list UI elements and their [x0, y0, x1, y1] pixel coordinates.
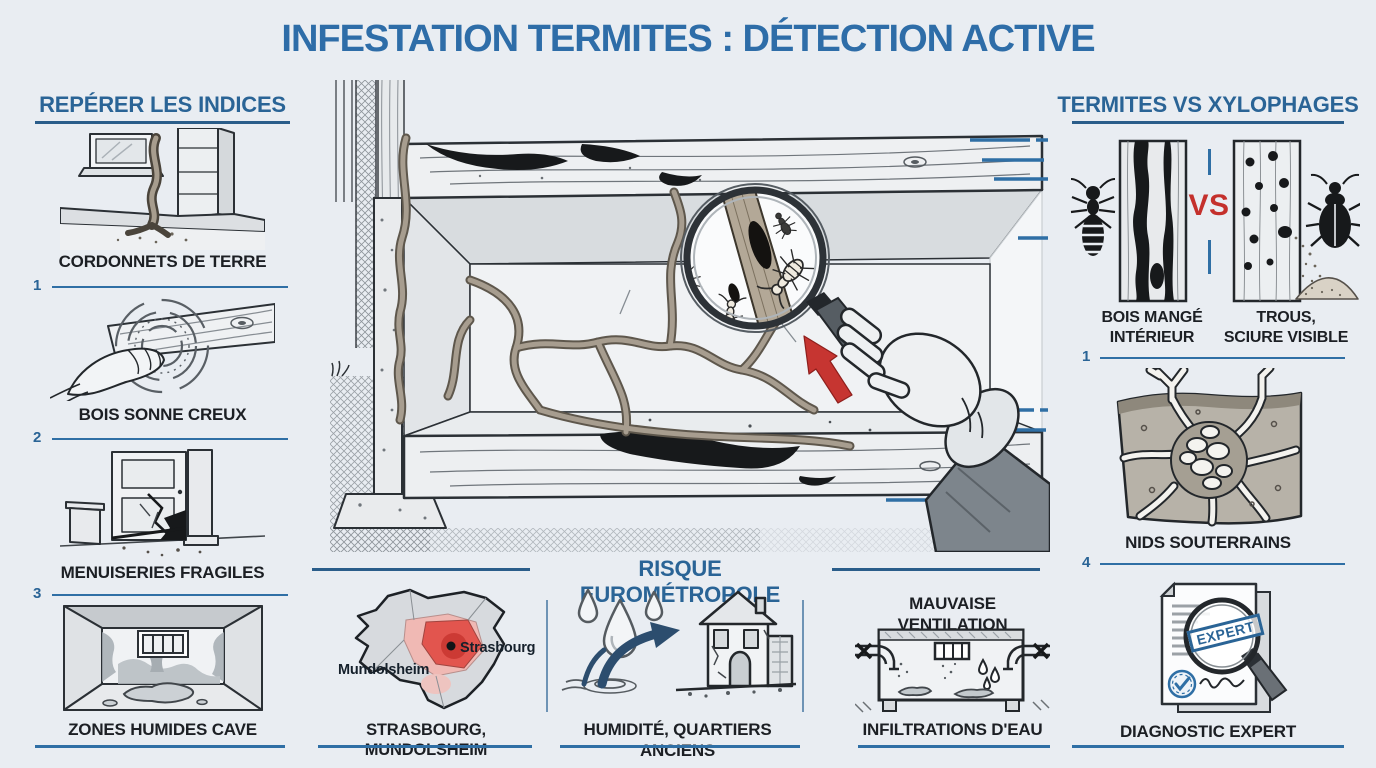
vs-dash-top — [1208, 149, 1211, 175]
vs-label: VS — [1188, 189, 1230, 222]
expert-caption: DIAGNOSTIC EXPERT — [1119, 722, 1297, 741]
bottom-heading-rule-right — [832, 568, 1040, 571]
map-label-mundolsheim: Mundolsheim — [338, 662, 430, 678]
left-marker-3: 3 — [33, 585, 42, 602]
map-label-strasbourg: Strasbourg — [460, 640, 536, 656]
left-heading: REPÉRER LES INDICES — [39, 92, 286, 117]
underground-nest-icon — [1116, 368, 1303, 527]
bottom-divider-1 — [546, 600, 548, 712]
mud-tube-wall-icon — [60, 128, 265, 250]
compare-left-caption: BOIS MANGÉ INTÉRIEUR — [1101, 309, 1203, 346]
center-illustration — [330, 80, 1050, 552]
right-marker-1: 1 — [1082, 348, 1091, 365]
bottom-heading-rule-left — [312, 568, 530, 571]
nest-caption: NIDS SOUTERRAINS — [1125, 533, 1291, 552]
left-marker-line-1 — [52, 286, 288, 288]
right-marker-line-4 — [1100, 563, 1345, 565]
left-caption-2: BOIS SONNE CREUX — [78, 405, 247, 424]
left-caption-3: MENUISERIES FRAGILES — [60, 563, 265, 582]
hand-knock-wood-icon — [50, 298, 275, 401]
map-caption: STRASBOURG, MUNDOLSHEIM — [364, 721, 488, 760]
right-heading-rule — [1072, 121, 1344, 124]
humidity-caption-rule — [560, 745, 800, 748]
termite-icon — [1070, 178, 1116, 256]
left-marker-1: 1 — [33, 277, 42, 294]
left-caption-1: CORDONNETS DE TERRE — [58, 252, 267, 271]
compare-right-caption: TROUS, SCIURE VISIBLE — [1223, 309, 1349, 346]
right-marker-line-1 — [1100, 357, 1345, 359]
right-heading: TERMITES VS XYLOPHAGES — [1057, 92, 1359, 117]
left-heading-rule — [35, 121, 290, 124]
damaged-door-icon — [60, 449, 265, 557]
map-caption-rule — [318, 745, 532, 748]
right-bottom-rule — [1072, 745, 1344, 748]
left-marker-line-2 — [52, 438, 288, 440]
left-caption-4: ZONES HUMIDES CAVE — [68, 720, 257, 739]
left-marker-line-3 — [52, 594, 288, 596]
beetle-icon — [1305, 173, 1360, 248]
humidity-old-house-icon — [561, 588, 797, 698]
left-marker-2: 2 — [33, 429, 42, 446]
ventilation-caption-rule — [858, 745, 1050, 748]
damp-basement-icon — [63, 605, 263, 711]
eurometropole-map — [354, 588, 506, 710]
left-bottom-rule — [35, 745, 285, 748]
right-marker-4: 4 — [1082, 554, 1091, 571]
termite-vs-beetle-graphic — [1070, 139, 1360, 303]
bottom-divider-2 — [802, 600, 804, 712]
humidity-caption: HUMIDITÉ, QUARTIERS ANCIENS — [583, 720, 772, 760]
water-infiltration-icon — [855, 628, 1050, 713]
vs-dash-bottom — [1208, 240, 1211, 274]
report-magnifier-icon — [1159, 581, 1288, 713]
page-title: INFESTATION TERMITES : DÉTECTION ACTIVE — [281, 18, 1095, 60]
ventilation-caption: INFILTRATIONS D'EAU — [862, 720, 1043, 739]
